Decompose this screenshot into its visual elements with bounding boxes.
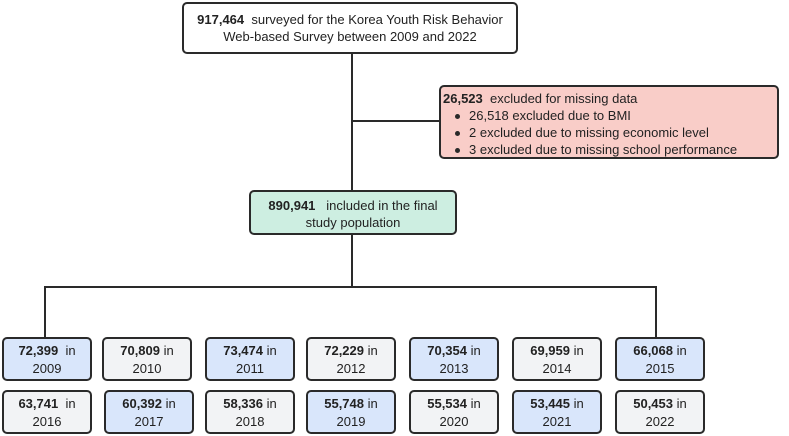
excluded-item: 26,518 excluded due to BMI	[455, 107, 777, 124]
year-count: 70,809	[120, 343, 160, 358]
year-label: 2018	[235, 414, 265, 429]
year-count: 58,336	[223, 396, 263, 411]
year-in: in	[573, 396, 584, 411]
year-in: in	[65, 396, 76, 411]
year-in: in	[676, 343, 687, 358]
connector-top-to-included	[351, 54, 353, 190]
excluded-count: 26,523	[443, 91, 483, 106]
excluded-text: excluded for missing data	[490, 91, 638, 106]
excluded-item: 2 excluded due to missing economic level	[455, 124, 777, 141]
year-in: in	[65, 343, 76, 358]
year-count: 70,354	[427, 343, 467, 358]
year-label: 2013	[439, 361, 469, 376]
included-count: 890,941	[268, 198, 316, 213]
included-text-2: study population	[305, 215, 401, 230]
year-label: 2022	[645, 414, 675, 429]
connector-to-excluded	[351, 120, 439, 122]
year-in: in	[266, 396, 277, 411]
year-count: 53,445	[530, 396, 570, 411]
excluded-box: 26,523 excluded for missing data 26,518 …	[439, 85, 779, 159]
year-count: 55,534	[427, 396, 467, 411]
year-count: 55,748	[324, 396, 364, 411]
year-label: 2009	[32, 361, 62, 376]
year-count: 69,959	[530, 343, 570, 358]
year-count: 66,068	[633, 343, 673, 358]
excluded-item: 3 excluded due to missing school perform…	[455, 141, 777, 158]
year-count: 72,229	[324, 343, 364, 358]
year-count: 63,741	[18, 396, 59, 411]
year-label: 2015	[645, 361, 675, 376]
year-label: 2021	[542, 414, 572, 429]
year-count: 72,399	[18, 343, 59, 358]
year-label: 2014	[542, 361, 572, 376]
year-label: 2010	[132, 361, 162, 376]
year-label: 2011	[236, 361, 264, 376]
surveyed-box: 917,464 surveyed for the Korea Youth Ris…	[182, 2, 518, 54]
year-in: in	[470, 396, 481, 411]
surveyed-text-2: Web-based Survey between 2009 and 2022	[223, 29, 477, 44]
year-count: 73,474	[223, 343, 263, 358]
year-in: in	[165, 396, 176, 411]
year-count: 50,453	[633, 396, 673, 411]
year-label: 2012	[336, 361, 366, 376]
year-count: 60,392	[122, 396, 162, 411]
year-label: 2017	[134, 414, 164, 429]
included-text: included in the final	[326, 198, 438, 213]
connector-branch-horizontal	[44, 286, 657, 288]
year-in: in	[266, 343, 277, 358]
excluded-list: 26,518 excluded due to BMI 2 excluded du…	[443, 107, 777, 158]
year-in: in	[573, 343, 584, 358]
included-box: 890,941 included in the final study popu…	[249, 190, 457, 235]
year-in: in	[676, 396, 687, 411]
year-in: in	[367, 396, 378, 411]
year-in: in	[163, 343, 174, 358]
connector-branch-left	[44, 286, 46, 337]
year-label: 2016	[32, 414, 62, 429]
connector-branch-right	[655, 286, 657, 337]
year-in: in	[367, 343, 378, 358]
year-in: in	[470, 343, 481, 358]
surveyed-text: surveyed for the Korea Youth Risk Behavi…	[251, 12, 503, 27]
year-label: 2020	[439, 414, 469, 429]
year-label: 2019	[336, 414, 366, 429]
surveyed-count: 917,464	[197, 12, 245, 27]
connector-included-down	[351, 235, 353, 287]
